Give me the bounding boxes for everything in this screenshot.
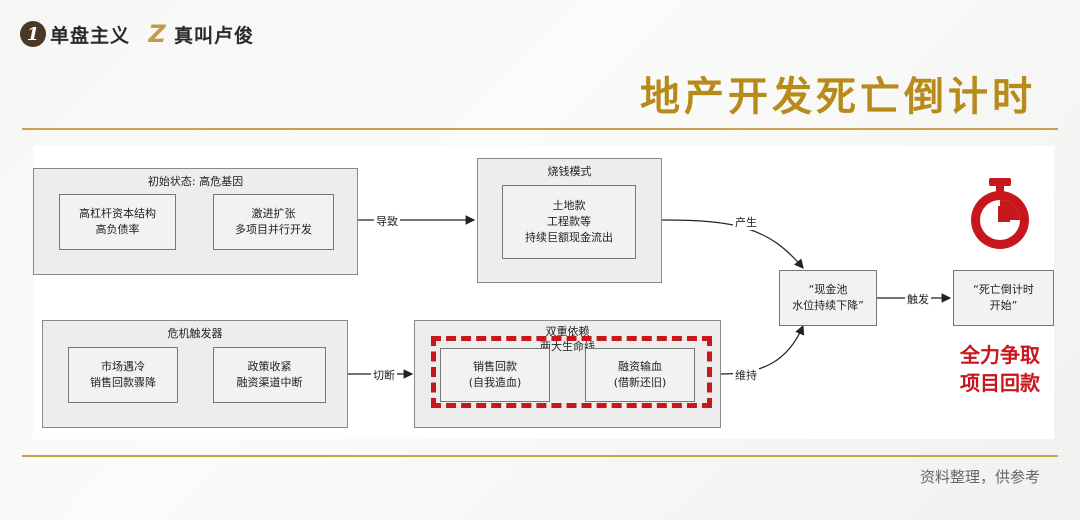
node-financing: 融资输血 (借新还旧) [585, 348, 695, 402]
node-sales-collection: 销售回款 (自我造血) [440, 348, 550, 402]
node-line: (自我造血) [468, 376, 522, 389]
node-cash-outflow: 土地款 工程款等 持续巨额现金流出 [502, 185, 636, 259]
callout-text: 全力争取 项目回款 [941, 341, 1059, 397]
initial-state-group: 初始状态: 高危基因 高杠杆资本结构 高负债率 激进扩张 多项目并行开发 [33, 168, 358, 275]
brand-name: 单盘主义 [50, 24, 131, 47]
node-aggressive-expansion: 激进扩张 多项目并行开发 [213, 194, 334, 250]
page-title: 地产开发死亡倒计时 [640, 73, 1036, 120]
brand2-mark-icon: Z [148, 20, 166, 48]
node-line: 高杠杆资本结构 [79, 207, 156, 220]
node-line: 融资渠道中断 [236, 376, 303, 389]
burn-mode-title: 烧钱模式 [547, 165, 592, 178]
dual-dependency-title: 双重依赖 [545, 325, 590, 338]
node-line: 开始” [989, 299, 1018, 312]
node-line: 政策收紧 [247, 360, 292, 373]
node-line: 高负债率 [95, 223, 140, 236]
node-line: 土地款 [552, 199, 586, 212]
crisis-trigger-group: 危机触发器 市场遇冷 销售回款骤降 政策收紧 融资渠道中断 [42, 320, 348, 428]
crisis-trigger-title: 危机触发器 [167, 327, 223, 340]
dual-dependency-subtitle: 两大生命线 [540, 340, 595, 353]
bottom-divider [22, 455, 1058, 457]
burn-mode-group: 烧钱模式 土地款 工程款等 持续巨额现金流出 [477, 158, 662, 283]
brand-mark-icon: 1 [20, 21, 46, 47]
node-line: “死亡倒计时 [973, 283, 1034, 296]
stopwatch-icon [971, 178, 1029, 249]
node-line: 销售回款 [473, 360, 517, 373]
node-line: 水位持续下降” [792, 299, 864, 312]
node-cash-pool: “现金池 水位持续下降” [779, 270, 877, 326]
top-divider [22, 128, 1058, 130]
node-line: 融资输血 [618, 360, 662, 373]
edge-label-trigger: 触发 [905, 291, 931, 307]
node-line: 工程款等 [547, 215, 591, 228]
edge-label-produce: 产生 [733, 214, 759, 230]
node-countdown: “死亡倒计时 开始” [953, 270, 1054, 326]
node-line: (借新还旧) [613, 376, 667, 389]
node-line: “现金池 [808, 283, 848, 296]
callout-line-2: 项目回款 [960, 371, 1040, 395]
node-line: 持续巨额现金流出 [525, 231, 613, 244]
lifelines-highlight [431, 336, 712, 408]
callout-line-1: 全力争取 [960, 343, 1040, 367]
edge-label-cut: 切断 [371, 367, 397, 383]
footer-note: 资料整理，供参考 [919, 468, 1040, 486]
edge-label-cause: 导致 [374, 213, 400, 229]
node-line: 销售回款骤降 [90, 376, 156, 389]
edge-label-sustain: 维持 [733, 367, 759, 383]
node-policy-tightening: 政策收紧 融资渠道中断 [213, 347, 326, 403]
brand2-name: 真叫卢俊 [174, 24, 255, 47]
node-high-leverage: 高杠杆资本结构 高负债率 [59, 194, 176, 250]
node-line: 激进扩张 [251, 207, 296, 220]
initial-state-title: 初始状态: 高危基因 [147, 175, 244, 188]
node-market-cooling: 市场遇冷 销售回款骤降 [68, 347, 178, 403]
brand-logos: 1 单盘主义 Z 真叫卢俊 [20, 18, 254, 50]
node-line: 市场遇冷 [101, 360, 145, 373]
node-line: 多项目并行开发 [235, 223, 312, 236]
flow-diagram: 初始状态: 高危基因 高杠杆资本结构 高负债率 激进扩张 多项目并行开发 烧钱模… [33, 146, 1054, 439]
